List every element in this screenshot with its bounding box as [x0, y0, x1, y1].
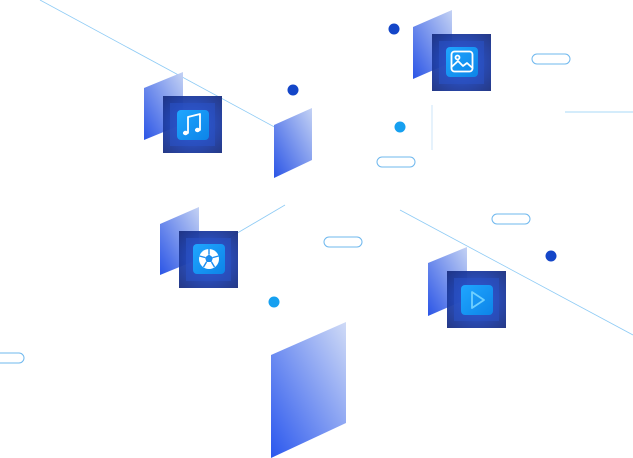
image-card-tile: [446, 47, 478, 77]
deco-pill: [323, 236, 363, 248]
deco-line-top-left: [39, 0, 281, 131]
deco-pill: [376, 156, 416, 168]
sports-card: [160, 207, 238, 288]
music-card: [144, 72, 222, 153]
deco-pill: [0, 352, 25, 364]
deco-dot-dark: [545, 250, 557, 262]
deco-line-right: [399, 209, 633, 336]
music-card-tile: [177, 110, 209, 140]
deco-pill: [491, 213, 531, 225]
deco-dot-light: [268, 296, 280, 308]
image-icon: [450, 50, 474, 73]
image-card: [413, 10, 491, 91]
deco-dot-dark: [287, 84, 299, 96]
deco-pill: [531, 53, 571, 65]
deco-dot-light: [394, 121, 406, 133]
soccer-ball-icon: [199, 249, 219, 269]
video-card: [428, 247, 506, 328]
deco-panel: [274, 108, 312, 178]
music-note-icon: [182, 113, 201, 136]
play-icon: [471, 291, 485, 309]
deco-panel-large: [271, 322, 346, 458]
video-card-tile: [461, 285, 493, 315]
deco-dot-dark: [388, 23, 400, 35]
